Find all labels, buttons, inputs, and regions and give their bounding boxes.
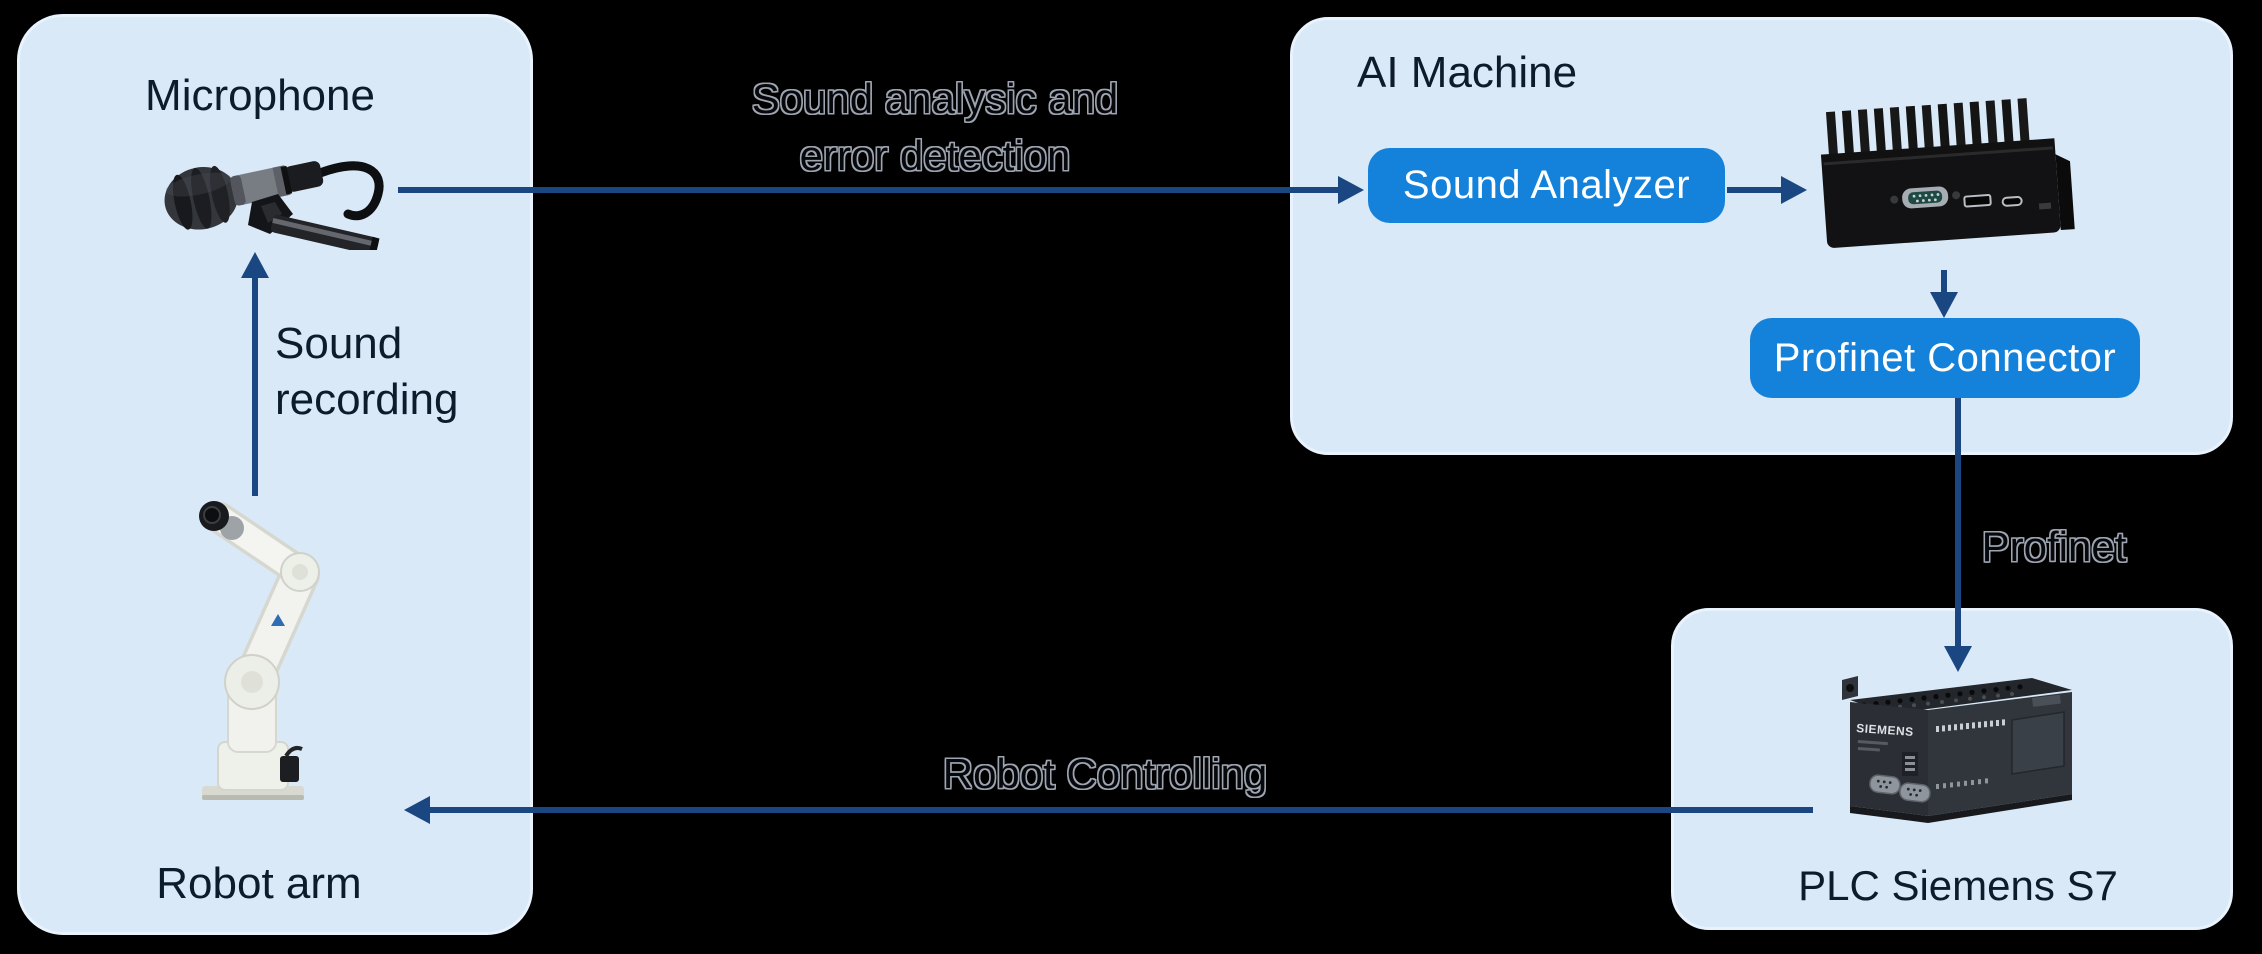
arrow-line bbox=[252, 276, 258, 496]
arrow-line bbox=[1941, 270, 1947, 294]
arrow-head-down bbox=[1944, 646, 1972, 672]
robot-arm-label: Robot arm bbox=[156, 859, 362, 908]
sound-analyzer-node: Sound Analyzer bbox=[1368, 148, 1725, 223]
ai-machine-title: AI Machine bbox=[1357, 48, 1578, 97]
robot-controlling-label: Robot Controlling bbox=[942, 750, 1268, 797]
arrow-head-right bbox=[1781, 176, 1807, 204]
arrow-head-left bbox=[404, 796, 430, 824]
sound-analysis-line1: Sound analysic and bbox=[751, 75, 1119, 122]
ai-mini-pc-image bbox=[1820, 98, 2075, 248]
arrow-head-right bbox=[1338, 176, 1364, 204]
arrow-head-down bbox=[1930, 292, 1958, 318]
microphone-image bbox=[164, 161, 384, 250]
robot-arm-image bbox=[199, 501, 320, 800]
sound-recording-line2: recording bbox=[275, 375, 459, 424]
sound-recording-label: Sound recording bbox=[275, 316, 458, 428]
siemens-logo-text: SIEMENS bbox=[1856, 721, 1914, 739]
arrow-line bbox=[398, 187, 1340, 193]
arrow-line bbox=[1955, 398, 1961, 646]
plc-image: SIEMENS bbox=[1842, 676, 2072, 823]
arrow-head-up bbox=[241, 252, 269, 278]
arrow-line bbox=[429, 807, 1813, 813]
sound-analysis-label: Sound analysic and error detection bbox=[635, 70, 1235, 184]
plc-label: PLC Siemens S7 bbox=[1798, 862, 2118, 909]
profinet-connector-node: Profinet Connector bbox=[1750, 318, 2140, 398]
microphone-label: Microphone bbox=[145, 71, 375, 120]
sound-analysis-line2: error detection bbox=[799, 132, 1071, 179]
sound-recording-line1: Sound bbox=[275, 319, 403, 368]
arrow-line bbox=[1727, 187, 1783, 193]
profinet-label: Profinet bbox=[1981, 523, 2127, 570]
